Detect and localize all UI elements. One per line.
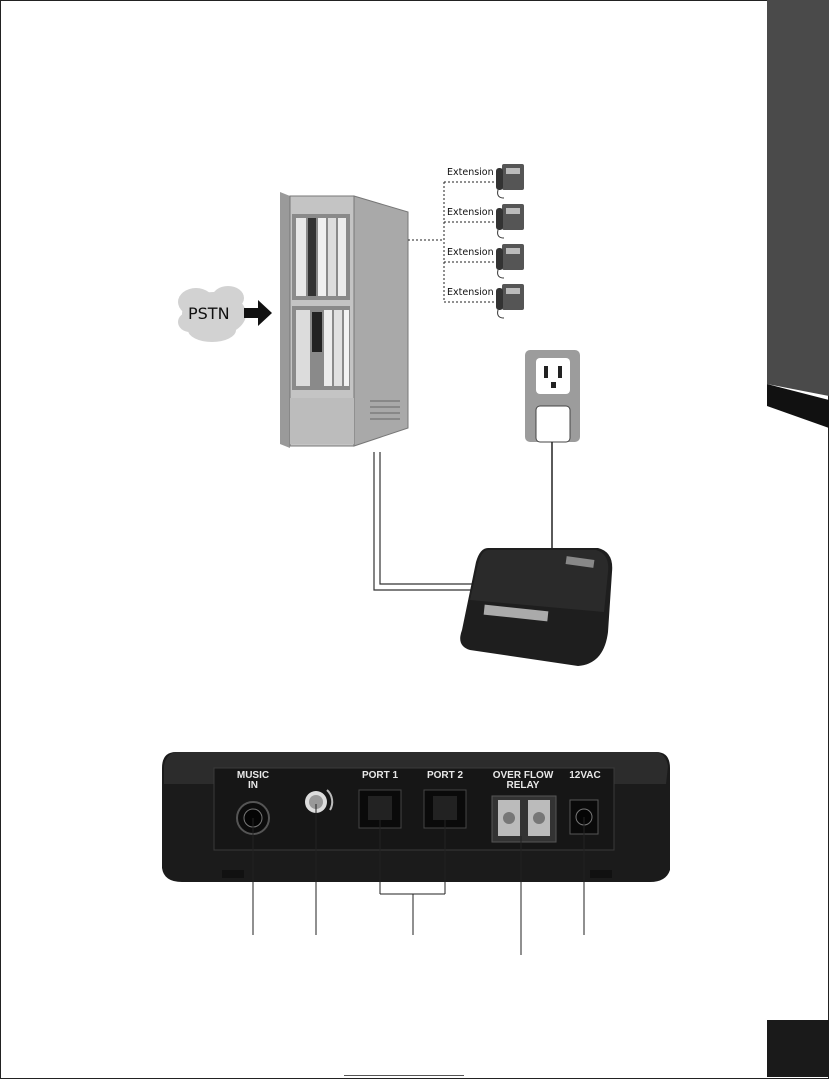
phone-icons [496,164,524,318]
extension-label-4: Extension [447,287,494,298]
port1-label: PORT 1 [354,771,406,781]
port2-label: PORT 2 [419,771,471,781]
page-number-tab [767,1020,829,1077]
music-in-label: MUSIC IN [226,771,280,791]
phone-system-cabinet [280,192,408,448]
on-hold-device [460,548,612,666]
power-label: 12VAC [564,771,606,781]
pstn-label: PSTN [188,304,230,323]
extension-label-3: Extension [447,247,494,258]
extension-label-1: Extension [447,167,494,178]
extension-label-2: Extension [447,207,494,218]
relay-label: OVER FLOW RELAY [488,771,558,791]
pstn-arrow-icon [244,300,272,326]
rear-panel-diagram [0,740,829,980]
phone-cable [374,452,476,590]
wall-outlet-icon [525,350,580,442]
footer-rule [344,1075,464,1076]
connection-diagram [0,0,829,700]
extension-lines [408,182,494,302]
